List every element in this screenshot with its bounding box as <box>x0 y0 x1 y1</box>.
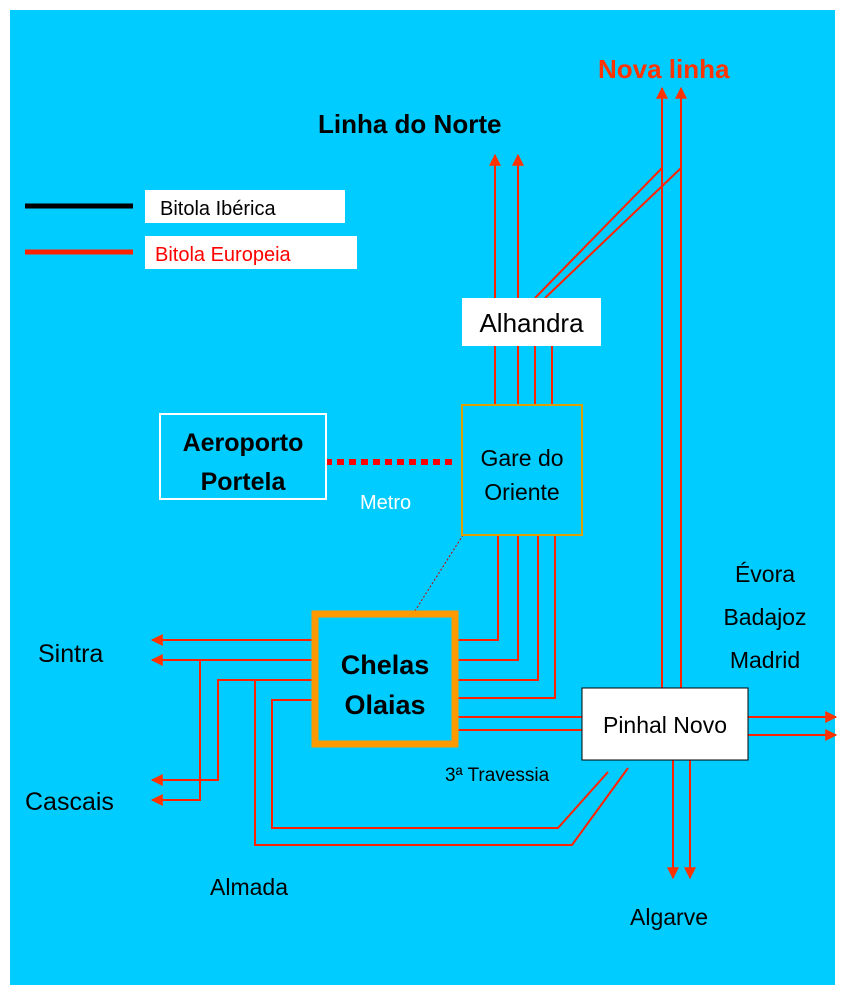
legend-european-label: Bitola Europeia <box>155 244 292 266</box>
station-alhandra-label: Alhandra <box>479 308 584 338</box>
track-diag-2 <box>544 167 682 299</box>
legend: Bitola Ibérica Bitola Europeia <box>25 190 357 269</box>
destination-linha-norte: Linha do Norte <box>318 109 501 139</box>
destination-cascais: Cascais <box>25 788 114 816</box>
station-pinhal-novo-box <box>581 687 749 761</box>
station-alhandra-box <box>462 298 601 346</box>
track-almada-inner <box>271 699 609 829</box>
station-chelas-line1: Chelas <box>341 650 430 680</box>
track-diag-1 <box>534 167 663 299</box>
station-aeroporto-line2: Portela <box>201 468 287 496</box>
metro-label: Metro <box>360 492 411 514</box>
legend-european-box <box>145 236 357 269</box>
destination-evora: Évora <box>735 561 795 587</box>
destination-madrid: Madrid <box>730 647 800 673</box>
destination-nova-linha: Nova linha <box>598 54 730 84</box>
destination-sintra: Sintra <box>38 640 103 668</box>
station-oriente-line1: Gare do <box>480 445 563 471</box>
track-oriente-chelas-1 <box>455 535 499 641</box>
station-pinhal-novo-label: Pinhal Novo <box>603 712 727 738</box>
station-aeroporto-box <box>159 413 327 500</box>
track-oriente-chelas-2 <box>455 535 519 661</box>
legend-iberian-label: Bitola Ibérica <box>160 198 276 220</box>
station-oriente-line2: Oriente <box>484 479 559 505</box>
tracks <box>150 86 838 880</box>
destination-algarve: Algarve <box>630 904 708 930</box>
connector-oriente-chelas <box>412 534 464 615</box>
station-aeroporto-line1: Aeroporto <box>183 429 304 457</box>
station-oriente-box <box>461 404 583 536</box>
track-oriente-pinhal <box>455 535 556 699</box>
destination-badajoz: Badajoz <box>723 604 806 630</box>
station-chelas-box <box>311 610 459 748</box>
track-cascais-2 <box>150 659 315 806</box>
station-chelas-line2: Olaias <box>344 690 425 720</box>
diagram-background <box>10 10 835 985</box>
legend-iberian-box <box>145 190 345 223</box>
track-oriente-chelas-3 <box>455 535 539 681</box>
travessia-label: 3ª Travessia <box>445 765 550 786</box>
destination-almada: Almada <box>210 874 288 900</box>
track-almada-outer <box>254 679 629 846</box>
